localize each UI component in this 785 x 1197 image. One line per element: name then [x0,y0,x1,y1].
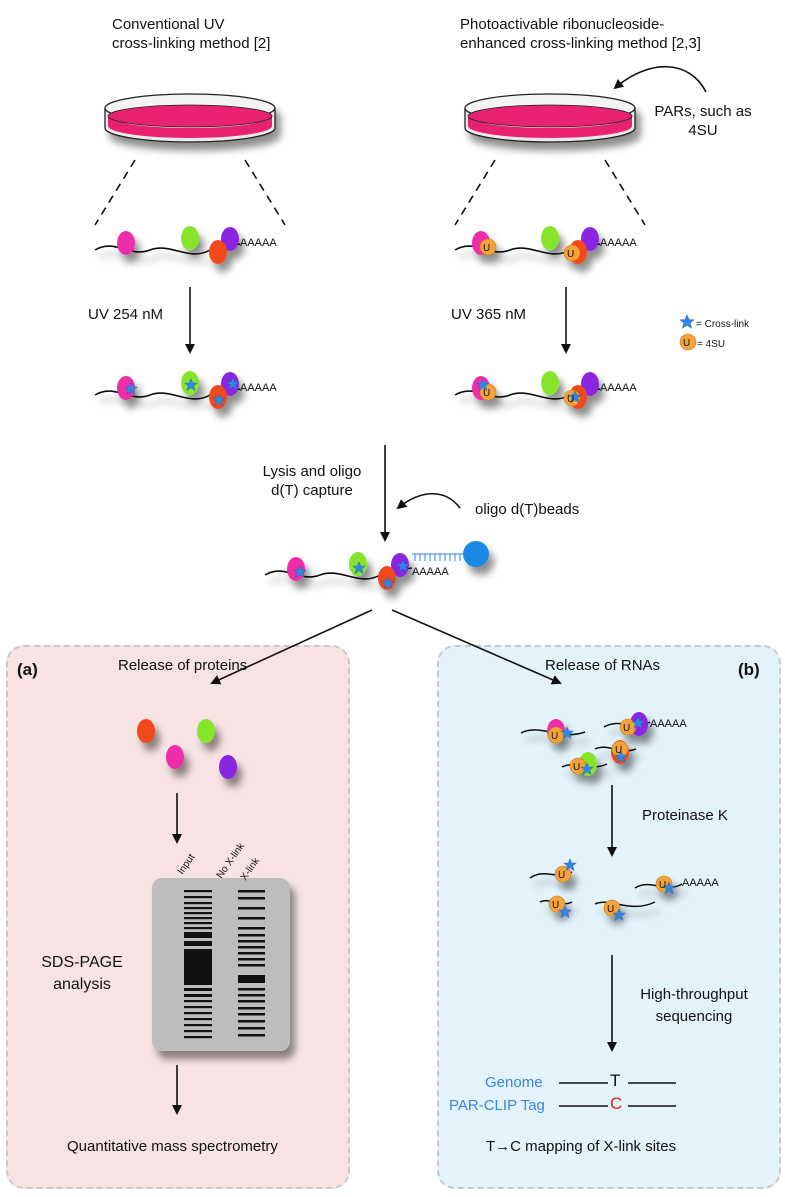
rna-complex-right-2 [454,371,601,409]
rna-complex-right-1 [454,226,601,264]
u-label: U [683,338,691,349]
panel-b [437,645,781,1189]
panel-b-tag: (b) [738,660,760,679]
foursu-legend-text: = 4SU [697,339,726,350]
panel-a-title: Release of proteins [118,657,248,674]
par-clip-tag-label: PAR-CLIP Tag [449,1097,545,1114]
petri-dish-right [464,93,636,143]
right-method-title: Photoactivable ribonucleoside- enhanced … [460,16,701,52]
panel-b-title: Release of RNAs [545,657,661,674]
u-label: U [607,904,615,915]
u-label: U [483,243,491,254]
polya-label: AAAAA [240,382,277,394]
mapping-label: T→C mapping of X-link sites [486,1138,677,1155]
u-label: U [567,249,575,260]
u-label: U [573,762,581,773]
oligo-bead [463,541,489,567]
polya-label: AAAAA [240,237,277,249]
u-label: U [483,388,491,399]
polya-label: AAAAA [682,877,719,889]
rna-complex-left-1 [94,226,241,264]
uv-365-label: UV 365 nM [451,306,527,323]
pars-label: PARs, such as 4SU [654,103,752,139]
released-rnas [520,712,651,776]
left-method-title: Conventional UV cross-linking method [2] [112,16,271,52]
genome-base: T [610,1071,621,1090]
gel-lane-input [184,890,212,1039]
sds-page-gel [152,878,290,1051]
u-label: U [567,394,575,405]
polya-label: AAAAA [600,237,637,249]
petri-dish-left [104,93,276,143]
u-label: U [659,880,667,891]
u-label: U [552,900,560,911]
proteinase-label: Proteinase K [642,807,728,824]
crosslink-legend-icon [679,314,695,329]
oligo-dt [412,553,463,561]
sequencing-label: High-throughput sequencing [640,986,748,1025]
tag-base: C [610,1094,623,1113]
genome-label: Genome [485,1074,543,1091]
captured-rna [264,541,489,590]
pars-arrow [613,65,707,93]
polya-label: AAAAA [650,718,687,730]
gel-lane-xlink [238,890,265,1037]
sds-page-label: SDS-PAGE analysis [41,954,123,993]
u-label: U [551,731,559,742]
lysis-label: Lysis and oligo d(T) capture [262,463,362,499]
mass-spec-label: Quantitative mass spectrometry [67,1138,278,1155]
polya-label: AAAAA [600,382,637,394]
foursu-legend-icon [679,333,697,351]
oligo-arrow [396,493,461,510]
u-label: U [558,870,566,881]
uv-254-label: UV 254 nM [88,306,164,323]
panel-a-tag: (a) [17,660,38,679]
u-label: U [615,745,623,756]
oligo-beads-label: oligo d(T)beads [475,501,580,518]
polya-label: AAAAA [412,566,449,578]
released-proteins [137,719,237,779]
crosslink-legend-text: = Cross-link [696,319,750,330]
u-label: U [623,723,631,734]
